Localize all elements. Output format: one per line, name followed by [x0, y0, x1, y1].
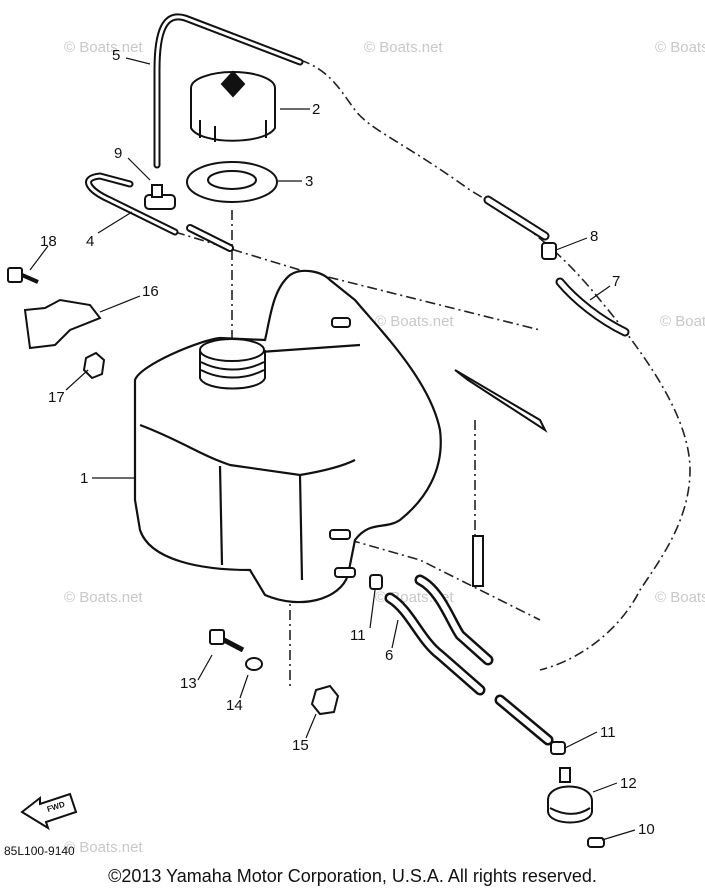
callout-18: 18	[40, 233, 57, 250]
gasket-part-3	[186, 161, 278, 203]
tank-nipples	[329, 317, 356, 578]
clip-part-10	[587, 837, 605, 848]
tank-routing-line	[174, 231, 541, 331]
watermark: © Boats.net	[64, 39, 143, 56]
callout-10: 10	[638, 821, 655, 838]
bolt-part-18	[7, 267, 39, 284]
watermark: © Boats.net	[64, 839, 143, 856]
washer-part-14	[245, 657, 263, 671]
watermark: © Boats.net	[660, 313, 705, 330]
callout-9: 9	[114, 145, 122, 162]
filler-neck	[199, 338, 266, 390]
fuel-filter-part-12	[547, 767, 593, 824]
callout-15: 15	[292, 737, 309, 754]
watermark: © Boats.net	[364, 39, 443, 56]
callout-5: 5	[112, 47, 120, 64]
clip-part-11	[550, 741, 566, 755]
drain-routing-line	[349, 539, 541, 621]
callout-14: 14	[226, 697, 243, 714]
forward-arrow-icon: FWD	[20, 792, 78, 831]
clip-part-8	[541, 242, 557, 260]
watermark: © Boats.net	[375, 313, 454, 330]
leader-lines	[29, 57, 636, 841]
bracket-part-16	[23, 298, 102, 350]
callout-4: 4	[86, 233, 94, 250]
callout-1: 1	[80, 470, 88, 487]
routing-lines	[174, 59, 691, 690]
callout-13: 13	[180, 675, 197, 692]
side-rail	[454, 369, 548, 587]
watermark: © Boats.net	[64, 589, 143, 606]
copyright-notice: ©2013 Yamaha Motor Corporation, U.S.A. A…	[108, 866, 597, 886]
nut-part-17	[82, 351, 106, 380]
fitting-part-9	[144, 184, 176, 210]
watermark: © Boats.net	[655, 589, 705, 606]
vent-routing-line	[299, 59, 691, 671]
watermark: © Boats.net	[655, 39, 705, 56]
callout-6: 6	[385, 647, 393, 664]
callout-12: 12	[620, 775, 637, 792]
callout-16: 16	[142, 283, 159, 300]
callout-2: 2	[312, 101, 320, 118]
clip-part-11	[369, 574, 383, 590]
callout-numbers: 1 2 3 4 5 6 7 8 9 10 11 11 12 13 14 15 1…	[40, 47, 655, 838]
callout-8: 8	[590, 228, 598, 245]
callout-3: 3	[305, 173, 313, 190]
callout-11: 11	[600, 724, 616, 741]
diagram-code: 85L100-9140	[4, 844, 75, 858]
callout-17: 17	[48, 389, 65, 406]
callout-11: 11	[350, 627, 366, 644]
bolt-part-13	[209, 629, 245, 653]
callout-7: 7	[612, 273, 620, 290]
fuel-cap-part-2	[190, 70, 276, 142]
grommet-part-15	[310, 684, 340, 716]
